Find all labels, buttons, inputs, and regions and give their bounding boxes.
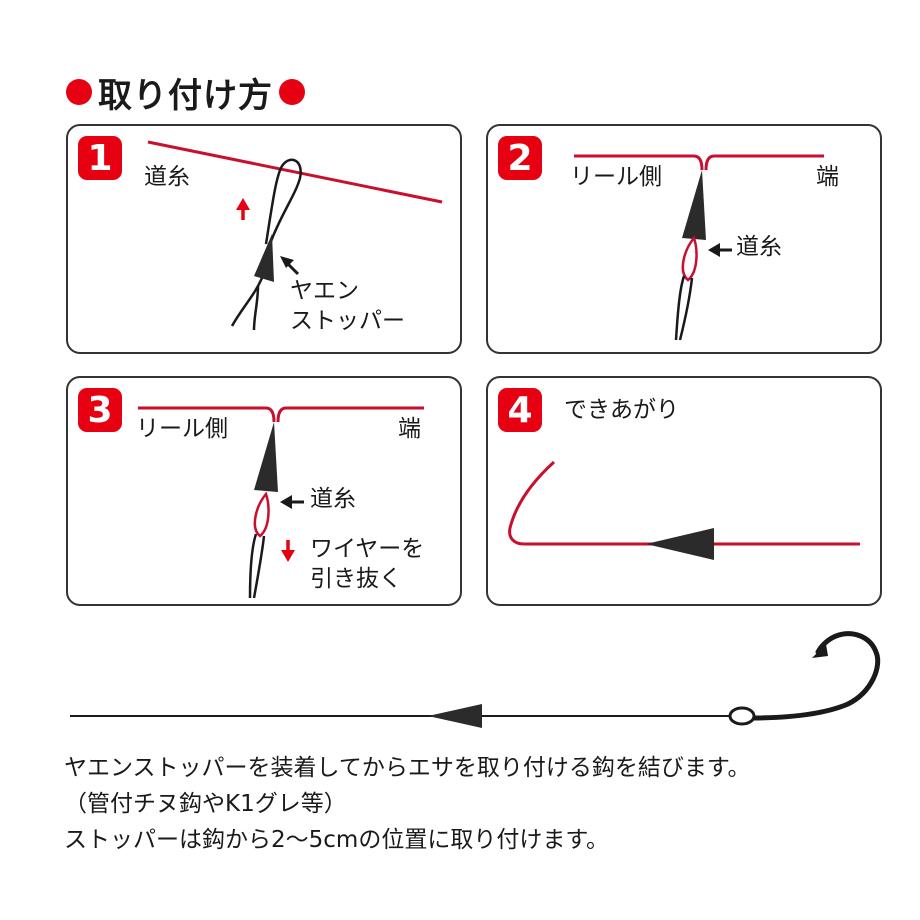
fishing-line — [138, 406, 276, 423]
wire-loop — [264, 158, 302, 245]
step-number-badge: 3 — [78, 388, 122, 432]
step-number-badge: 1 — [78, 136, 122, 180]
yaen-stopper — [682, 170, 706, 240]
line-end-label: 端 — [398, 416, 421, 442]
step-4-illustration — [508, 460, 860, 560]
step-1-illustration — [147, 140, 443, 331]
step-number-badge: 4 — [498, 388, 542, 432]
stopper-label-line1: ヤエン — [290, 278, 359, 304]
pointer-arrow-icon — [280, 495, 304, 509]
fishing-line — [574, 154, 704, 171]
fish-hook — [747, 631, 881, 721]
wire-end — [252, 285, 260, 331]
page-title-text: 取り付け方 — [98, 75, 273, 116]
step-4-panel: 4 できあがり — [486, 376, 882, 606]
note-line: （管付チヌ鈎やK1グレ等） — [64, 791, 347, 817]
reel-side-label: リール側 — [570, 164, 662, 190]
yaen-stopper — [254, 422, 278, 492]
wire — [674, 275, 686, 341]
pointer-arrow-icon — [280, 256, 300, 276]
hook-eye-ring — [728, 706, 756, 726]
fishing-line — [276, 406, 424, 423]
fishing-line — [508, 460, 860, 546]
michiito-label: 道糸 — [310, 486, 356, 512]
line-loop — [681, 235, 698, 282]
line-end-label: 端 — [816, 164, 839, 190]
red-dot-icon — [66, 79, 92, 105]
pull-label-line1: ワイヤーを — [310, 536, 425, 562]
wire — [248, 533, 258, 599]
up-arrow-icon — [236, 198, 250, 220]
instruction-notes: ヤエンストッパーを装着してからエサを取り付ける鈎を結びます。 （管付チヌ鈎やK1… — [64, 750, 751, 858]
fishing-line — [147, 140, 443, 204]
page-title: 取り付け方 — [66, 72, 305, 116]
wire-end — [230, 277, 264, 327]
reel-side-label: リール側 — [136, 416, 228, 442]
red-dot-icon — [279, 79, 305, 105]
stopper-label-line2: ストッパー — [290, 308, 405, 334]
wire — [678, 277, 694, 341]
michiito-label: 道糸 — [736, 234, 782, 260]
michiito-label: 道糸 — [144, 164, 190, 190]
yaen-stopper — [254, 234, 274, 282]
note-line: ヤエンストッパーを装着してからエサを取り付ける鈎を結びます。 — [64, 755, 751, 781]
step-3-panel: 3 リール側 端 道糸 ワイヤーを 引き抜く — [66, 376, 462, 606]
line-loop — [253, 491, 270, 538]
pull-label-line2: 引き抜く — [310, 566, 402, 592]
step-4-heading: できあがり — [564, 397, 679, 423]
fishing-line — [704, 154, 824, 171]
hook-illustration — [70, 631, 881, 728]
step-2-illustration — [574, 154, 824, 341]
step-2-panel: 2 リール側 端 道糸 — [486, 124, 882, 354]
step-3-illustration — [138, 406, 424, 599]
yaen-stopper — [428, 704, 482, 728]
pointer-arrow-icon — [708, 243, 732, 257]
wire — [252, 535, 266, 599]
hook-barb — [812, 644, 828, 658]
down-arrow-icon — [281, 540, 295, 562]
note-line: ストッパーは鈎から2～5cmの位置に取り付けます。 — [64, 827, 610, 853]
step-number-badge: 2 — [498, 136, 542, 180]
yaen-stopper — [646, 528, 714, 560]
step-1-panel: 1 道糸 ヤエン ストッパー — [66, 124, 462, 354]
